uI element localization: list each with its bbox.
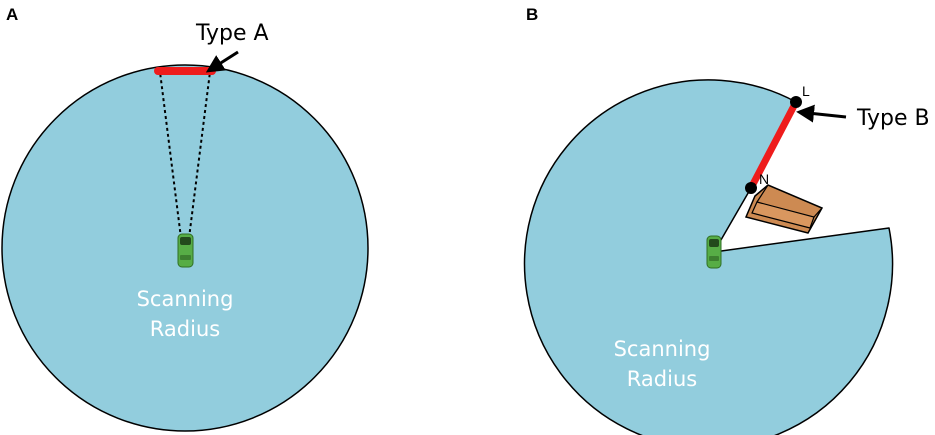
panel-a-letter: A <box>6 5 18 24</box>
panel-b-letter: B <box>526 5 538 24</box>
panel-b-scan-label-line2: Radius <box>627 367 697 391</box>
panel-a-scan-ray-right <box>188 71 211 239</box>
panel-a-scan-ray-left <box>159 71 182 239</box>
panel-b: B L N Type B Scanning Radius <box>523 5 930 435</box>
panel-b-scan-label-line1: Scanning <box>614 337 711 361</box>
panel-b-detected-edge <box>747 100 800 190</box>
panel-a-vehicle-icon <box>177 233 194 268</box>
panel-b-pointer-label: Type B <box>856 106 930 131</box>
panel-b-point-l-marker <box>790 96 802 108</box>
panel-b-point-l-label: L <box>802 83 810 99</box>
panel-b-pointer-arrow <box>796 104 847 123</box>
panel-a-scan-label-line1: Scanning <box>137 287 234 311</box>
panel-a: A Type A Scanning Radius <box>1 5 369 432</box>
panel-a-pointer-arrow <box>205 50 239 73</box>
panel-b-point-n-label: N <box>759 171 769 187</box>
panel-a-scan-label-line2: Radius <box>150 317 220 341</box>
panel-b-vehicle-icon <box>706 235 722 269</box>
panel-a-pointer-label: Type A <box>195 21 269 46</box>
panel-b-obstacle <box>744 184 824 234</box>
panel-b-point-n-marker <box>745 182 757 194</box>
